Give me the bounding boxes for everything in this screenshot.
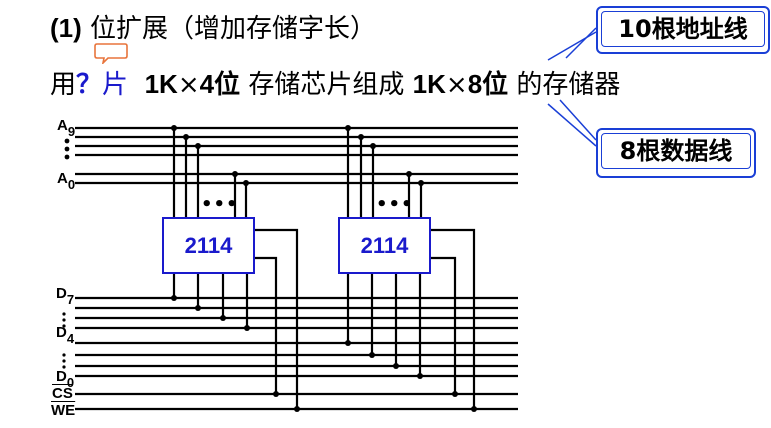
label-d7: D7 bbox=[56, 285, 75, 307]
memory-chip-2: 2114 bbox=[338, 217, 431, 274]
subtitle: 用？片 1K×4位 存储芯片组成 1K×8位 的存储器 bbox=[50, 68, 620, 101]
label-cs: CS bbox=[52, 385, 73, 402]
wires bbox=[75, 27, 597, 411]
subtitle-middle: 存储芯片组成 bbox=[248, 70, 405, 100]
comment-icon[interactable] bbox=[94, 42, 128, 64]
spec-1k-a: 1K bbox=[144, 69, 178, 99]
subtitle-suffix: 的存储器 bbox=[516, 70, 621, 100]
data-lines-callout: 8根数据线 bbox=[596, 128, 756, 178]
junction-dots bbox=[171, 125, 477, 412]
spec-4bit: 4位 bbox=[199, 69, 241, 99]
data-lines-text: 8根数据线 bbox=[601, 133, 751, 169]
subtitle-pian: 片 bbox=[102, 70, 129, 100]
chip-2-label: 2114 bbox=[360, 232, 409, 258]
label-d0: D0 bbox=[56, 368, 75, 390]
callout-data-pointer bbox=[559, 99, 597, 141]
heading-number: (1) bbox=[50, 13, 82, 43]
spec-1k-b: 1K bbox=[412, 69, 446, 99]
question-mark: ？ bbox=[76, 69, 103, 99]
subtitle-prefix: 用 bbox=[50, 70, 77, 100]
page-title: (1) 位扩展（增加存储字长） bbox=[50, 12, 376, 45]
bus-ellipsis-dots bbox=[62, 138, 70, 369]
label-we: WE bbox=[51, 402, 76, 419]
label-a0: A0 bbox=[57, 170, 76, 192]
address-ellipsis-2: ••• bbox=[376, 194, 414, 215]
heading-text: 位扩展（增加存储字长） bbox=[90, 14, 377, 44]
address-ellipsis-1: ••• bbox=[201, 194, 239, 215]
address-lines-callout: 10根地址线 bbox=[596, 6, 770, 54]
times-sign-b: × bbox=[445, 70, 468, 100]
chip-1-label: 2114 bbox=[184, 232, 233, 258]
label-a9: A9 bbox=[57, 117, 76, 139]
callout-addr-pointer bbox=[565, 27, 597, 59]
address-lines-text: 10根地址线 bbox=[601, 11, 765, 47]
label-d4: D4 bbox=[56, 324, 75, 346]
memory-chip-1: 2114 bbox=[162, 217, 255, 274]
spec-8bit: 8位 bbox=[467, 69, 509, 99]
times-sign-a: × bbox=[177, 70, 200, 100]
